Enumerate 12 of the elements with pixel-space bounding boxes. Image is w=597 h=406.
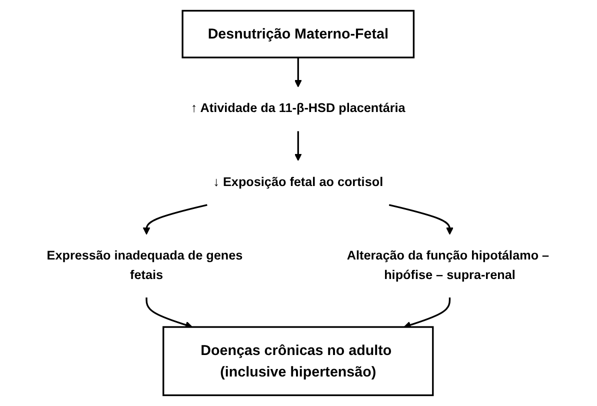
arrow bbox=[143, 204, 208, 235]
arrow bbox=[404, 298, 451, 328]
node-text: Expressão inadequada de genes fetais bbox=[47, 248, 244, 282]
arrow bbox=[294, 131, 302, 161]
arrow bbox=[389, 204, 454, 235]
node-text: ↓ Exposição fetal ao cortisol bbox=[214, 174, 384, 190]
node-text: ↑ Atividade da 11-β-HSD placentária bbox=[191, 101, 406, 116]
node-text: Alteração da função hipotálamo – hipófise – supra-renal bbox=[347, 248, 550, 282]
arrow bbox=[146, 298, 193, 328]
node-box: Desnutrição Materno-Fetal bbox=[182, 10, 415, 58]
arrow bbox=[294, 57, 302, 88]
node-box: Doenças crônicas no adulto (inclusive hipertensão) bbox=[162, 326, 434, 396]
